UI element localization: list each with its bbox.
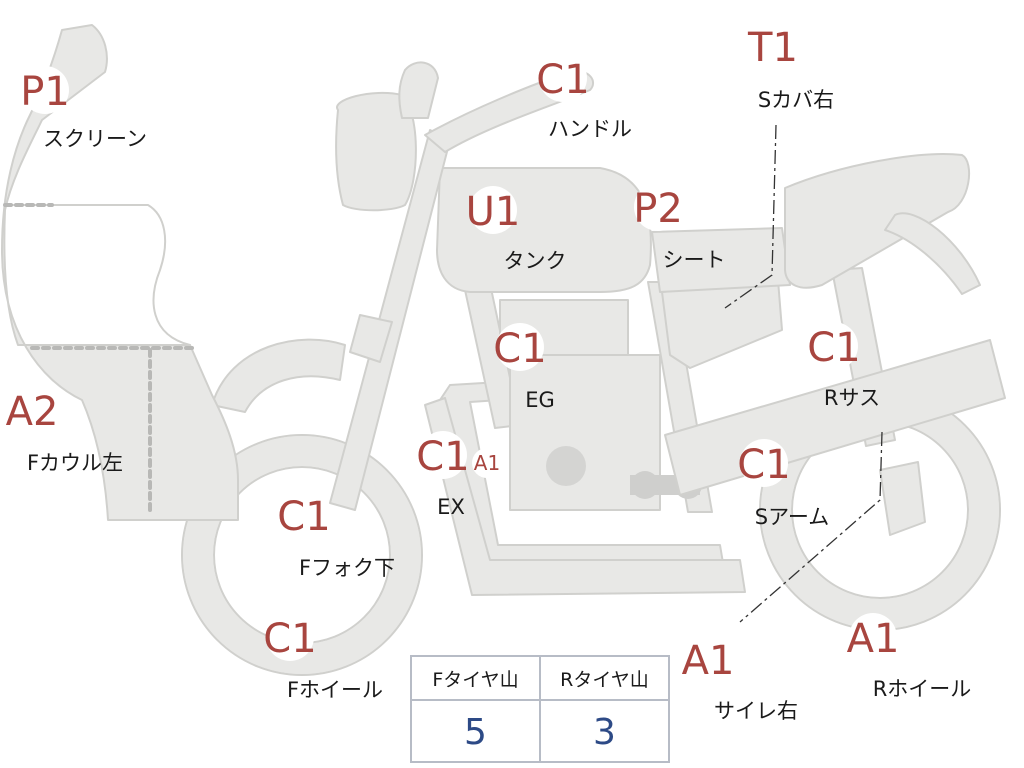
front-tire-tread-value: 5	[464, 711, 487, 753]
badge-circle	[810, 322, 858, 370]
side-cover	[661, 279, 783, 369]
mirror	[398, 61, 439, 119]
badge-code: C1	[737, 442, 790, 488]
badge-code: C1	[416, 434, 469, 480]
badge-c1: C1 ハンドル	[536, 54, 632, 141]
muffler	[879, 461, 926, 536]
rear-tire-tread-value: 3	[539, 701, 668, 763]
badge-code: A1	[847, 616, 900, 662]
badge-circle	[539, 54, 587, 102]
headlight	[335, 91, 417, 212]
leader-sidecover	[724, 124, 777, 309]
badge-circle	[280, 491, 328, 539]
front-wheel	[183, 436, 421, 674]
badge-circle	[740, 439, 788, 487]
part-label: Fカウル左	[27, 451, 123, 475]
part-label: タンク	[504, 249, 567, 273]
badge-u1: U1 タンク	[466, 186, 567, 273]
seat-front	[651, 227, 791, 293]
fork-guard	[349, 314, 393, 363]
badge-code: C1	[493, 326, 546, 372]
front-fender	[211, 338, 346, 413]
badge-circle	[849, 613, 897, 661]
leader-lines	[724, 124, 883, 623]
front-tire-tread-header: Fタイヤ山	[432, 668, 519, 691]
badge-code: C1	[807, 325, 860, 371]
tread-table-header: Fタイヤ山 Rタイヤ山	[412, 657, 668, 701]
badge-code: T1	[747, 25, 798, 71]
tread-table-values: 5 3	[412, 701, 668, 763]
badge-code: P2	[633, 186, 683, 232]
part-label: Fフォク下	[299, 556, 395, 580]
badge-circle	[6, 384, 58, 436]
badge-circle	[469, 186, 517, 234]
badge-code: A1	[474, 451, 500, 475]
part-label: ハンドル	[548, 117, 632, 141]
badge-circle	[496, 323, 544, 371]
badge-code: P1	[20, 69, 70, 115]
part-badges: P1スクリーンC1ハンドルT1Sカバ右U1タンクP2シートC1EGC1RサスA2…	[6, 20, 972, 723]
badge-p2: P2 シート	[633, 183, 726, 272]
badge-code: U1	[466, 189, 521, 235]
part-label: Rホイール	[873, 677, 972, 701]
badge-code: C1	[263, 616, 316, 662]
front-cowl	[1, 24, 239, 521]
seat-rear	[784, 153, 971, 289]
part-label: スクリーン	[43, 127, 147, 151]
badge-circle	[419, 431, 467, 479]
part-label: Rサス	[824, 386, 880, 410]
badge-circle	[634, 183, 682, 231]
motorcycle-silhouette	[1, 24, 1006, 676]
badge-p1: P1 スクリーン	[20, 66, 147, 151]
part-label: EX	[437, 495, 465, 519]
badge-code: C1	[536, 57, 589, 103]
badge-code: A1	[682, 638, 735, 684]
rear-tire-tread-header: Rタイヤ山	[539, 657, 668, 699]
part-label: Sカバ右	[758, 88, 834, 112]
part-label: EG	[525, 388, 555, 412]
badge-a1: A1 サイレ右	[682, 633, 798, 723]
part-label: シート	[663, 248, 726, 272]
leader-muffler	[739, 431, 883, 623]
exhaust-pipe	[424, 397, 746, 596]
badge-circle	[21, 66, 69, 114]
part-label: Sアーム	[755, 505, 829, 529]
badge-circle	[747, 20, 799, 72]
badge-circle	[266, 613, 314, 661]
badge-code: A2	[6, 389, 59, 435]
badge-a1-unlabeled: A1	[472, 448, 502, 478]
tail-light	[884, 212, 981, 295]
part-label: サイレ右	[714, 699, 798, 723]
tire-tread-table: Fタイヤ山 Rタイヤ山 5 3	[410, 655, 670, 763]
badge-circle	[682, 633, 734, 685]
badge-code: C1	[277, 494, 330, 540]
badge-circle	[472, 448, 502, 478]
part-label: Fホイール	[287, 678, 383, 702]
